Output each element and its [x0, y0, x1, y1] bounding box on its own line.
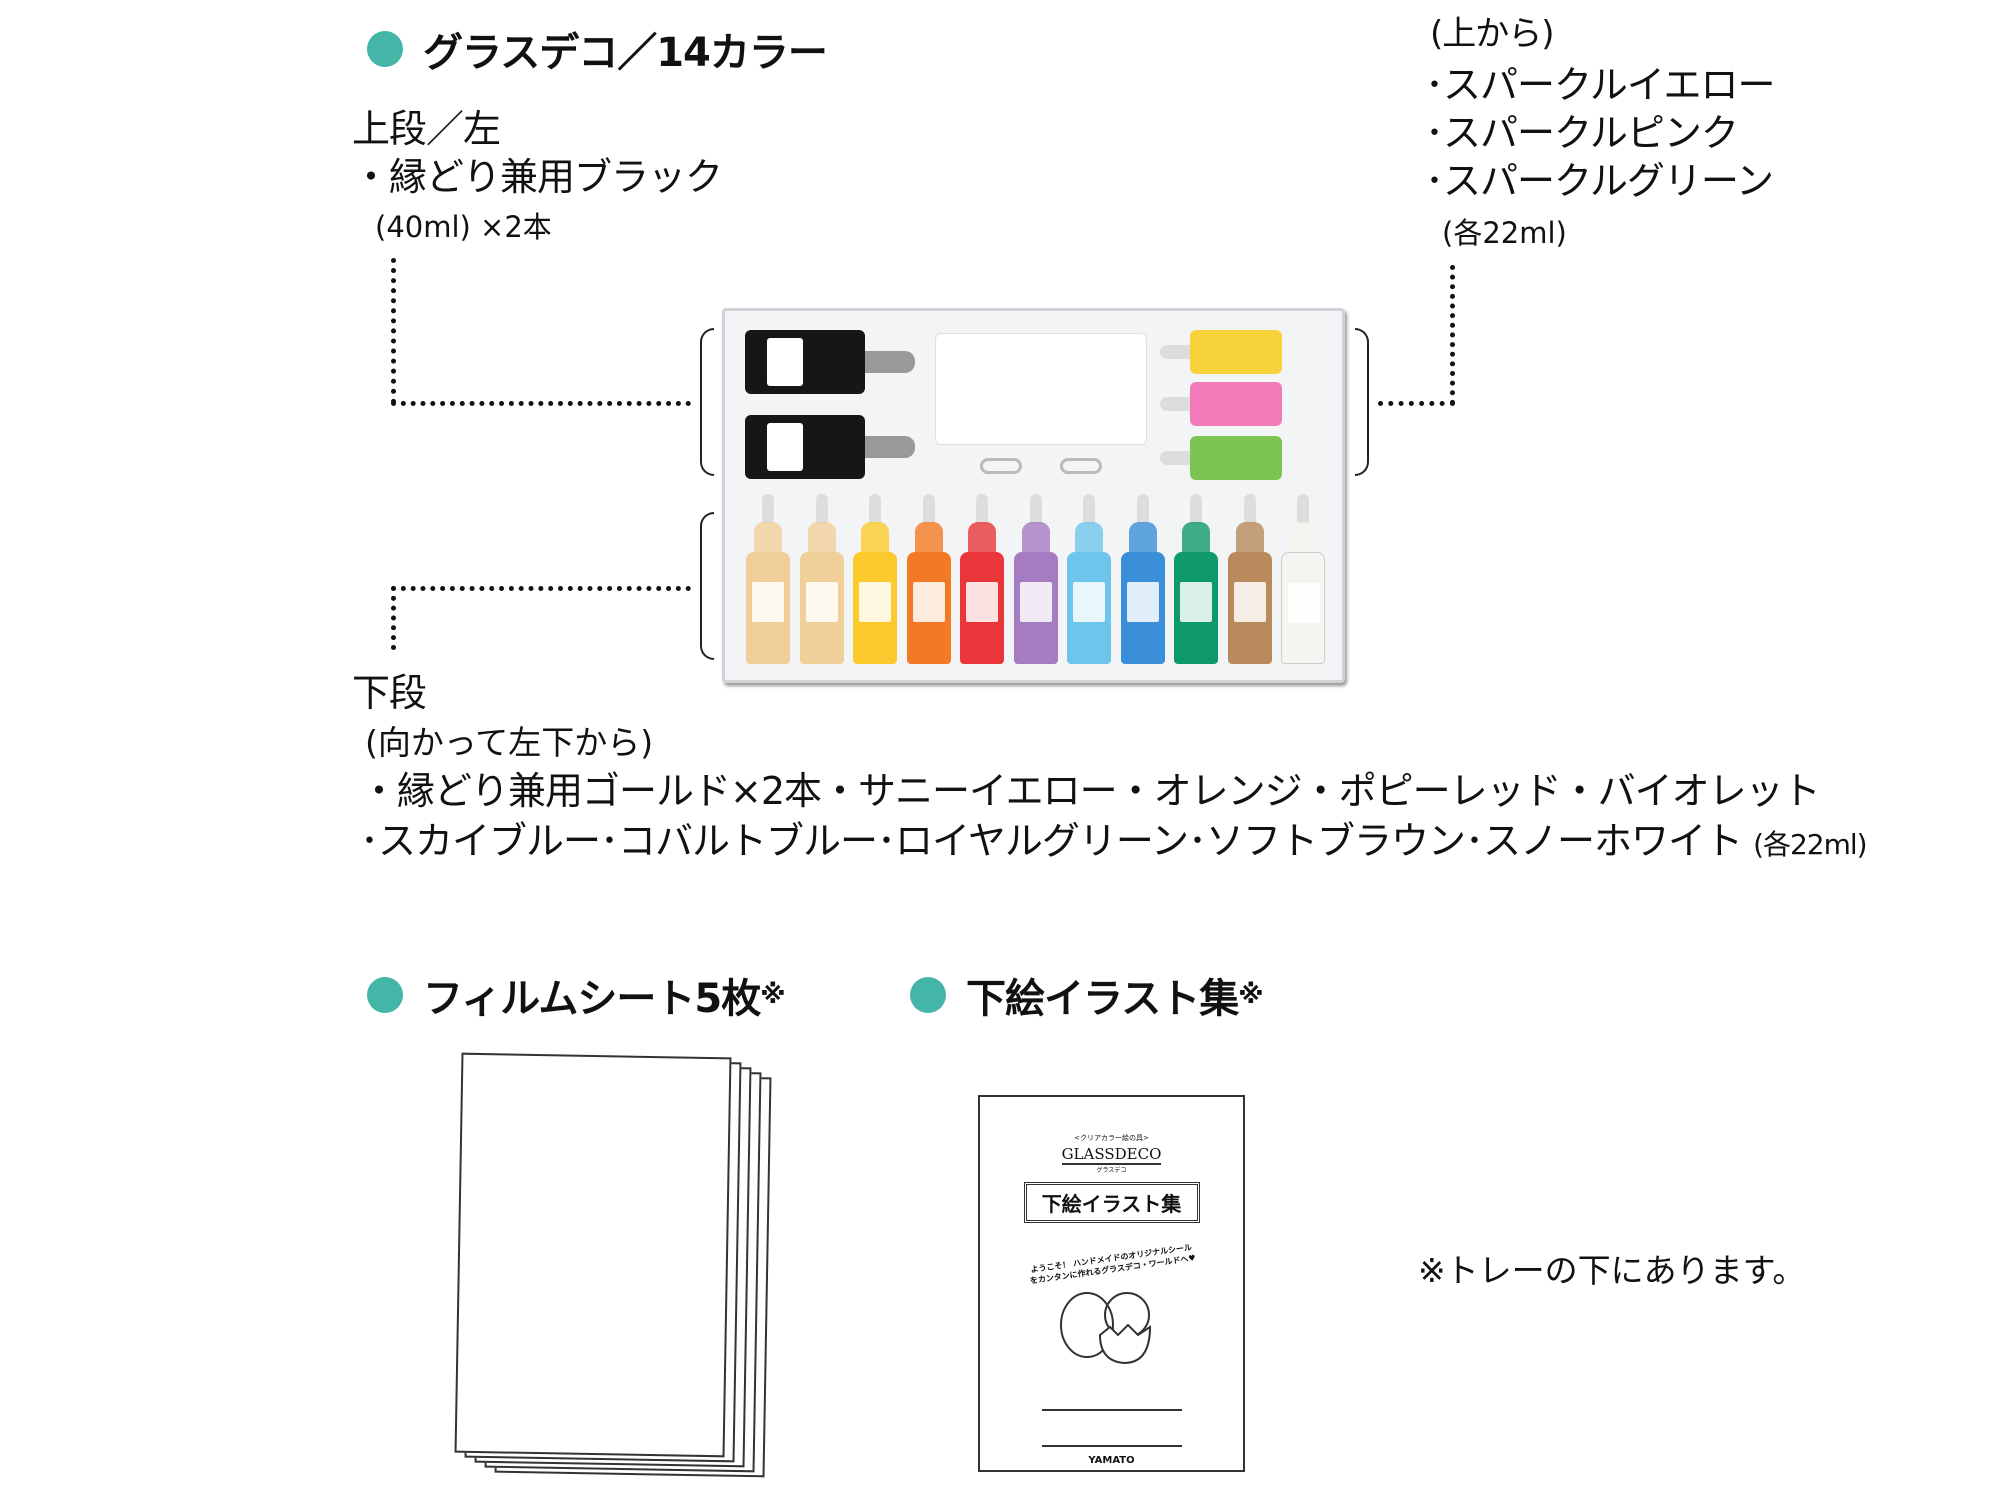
bullet-dot-icon: [910, 977, 946, 1013]
leader-line: [391, 258, 396, 404]
upper-right-qty: (各22ml): [1442, 216, 1567, 250]
note-mark: ※: [760, 980, 785, 1010]
bottle-small: [746, 494, 790, 664]
bottle-small: [906, 494, 951, 664]
section-heading-illust: 下絵イラスト集※: [910, 966, 1263, 1024]
leader-line: [391, 586, 396, 650]
upper-qty: (40ml) ×2本: [375, 210, 552, 244]
upper-right-item: ･スパークルイエロー: [1425, 63, 1775, 107]
lower-line2-text: ･スカイブルー･コバルトブルー･ロイヤルグリーン･ソフトブラウン･スノーホワイト: [360, 819, 1743, 863]
bracket: [1355, 328, 1369, 476]
heading-text: グラスデコ／14カラー: [423, 30, 828, 76]
leader-line: [1450, 265, 1455, 405]
booklet-logo-kana: グラスデコ: [1096, 1167, 1127, 1174]
tray-window: [935, 333, 1147, 445]
bracket: [700, 512, 714, 660]
bottle-black: [745, 330, 915, 394]
lower-title: 下段: [352, 671, 427, 715]
upper-item: ・縁どり兼用ブラック: [352, 155, 723, 199]
bracket: [700, 328, 714, 476]
lower-line2-qty: (各22ml): [1753, 828, 1868, 861]
nozzle-clip: [1060, 458, 1102, 474]
bottle-sparkle-green: [1160, 436, 1282, 480]
bottle-black: [745, 415, 915, 479]
illustration-booklet: <クリアカラー絵の具> GLASSDECO グラスデコ 下絵イラスト集 ようこそ…: [978, 1095, 1245, 1472]
bottle-small: [1174, 494, 1218, 664]
bullet-dot-icon: [367, 31, 403, 67]
leader-line: [391, 401, 691, 406]
leader-line: [1378, 401, 1455, 406]
booklet-brand: YAMATO: [1088, 1455, 1135, 1466]
upper-right-item: ･スパークルピンク: [1425, 111, 1739, 155]
bottle-sparkle-yellow: [1160, 330, 1282, 374]
bottle-small: [853, 494, 897, 664]
note-text: ※トレーの下にあります。: [1418, 1251, 1806, 1290]
section-heading-film: フィルムシート5枚※: [367, 966, 786, 1024]
bullet-dot-icon: [367, 977, 403, 1013]
bottle-small: [1067, 494, 1111, 664]
leader-line: [391, 586, 691, 591]
booklet-title: 下絵イラスト集: [1023, 1182, 1200, 1223]
chick-illustration: [1059, 1292, 1151, 1365]
section-heading-glassdeco: グラスデコ／14カラー: [367, 20, 828, 78]
heading-text: 下絵イラスト集: [966, 976, 1239, 1022]
lower-line2: ･スカイブルー･コバルトブルー･ロイヤルグリーン･ソフトブラウン･スノーホワイト…: [360, 810, 1868, 865]
upper-title: 上段／左: [352, 107, 501, 151]
upper-right-item: ･スパークルグリーン: [1425, 159, 1774, 203]
note-mark: ※: [1238, 980, 1263, 1010]
lower-line1: ・縁どり兼用ゴールド×2本・サニーイエロー・オレンジ・ポピーレッド・バイオレット: [360, 769, 1821, 813]
bottle-small: [960, 494, 1004, 664]
bottle-small: [1281, 494, 1325, 664]
heading-text: フィルムシート5枚: [423, 976, 761, 1022]
bottle-small: [1120, 494, 1165, 664]
bottle-small: [799, 494, 844, 664]
bottle-small: [1227, 494, 1272, 664]
booklet-logo: GLASSDECO: [1061, 1145, 1162, 1165]
bottle-sparkle-pink: [1160, 382, 1282, 426]
nozzle-clip: [980, 458, 1022, 474]
booklet-subtitle: <クリアカラー絵の具>: [1074, 1134, 1149, 1142]
upper-right-title: (上から): [1430, 14, 1555, 54]
lower-sub: (向かって左下から): [365, 723, 654, 762]
film-sheet: [454, 1052, 732, 1458]
booklet-footer-box: [1041, 1409, 1182, 1447]
bottle-small: [1013, 494, 1058, 664]
